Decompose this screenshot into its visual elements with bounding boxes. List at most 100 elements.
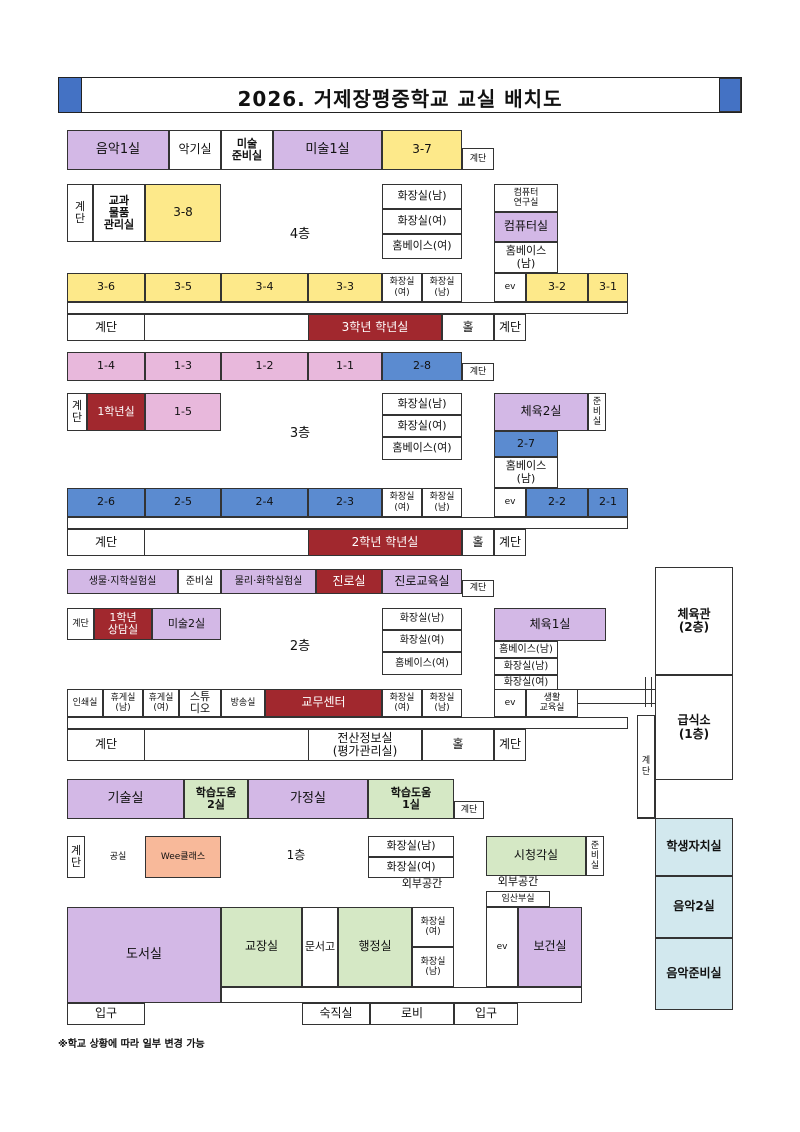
stairs-3f-br: 계단 [494,529,526,556]
room-pe1: 체육1실 [494,608,606,641]
room-2-7: 2-7 [494,431,558,457]
room-grade1-counsel: 1학년 상담실 [94,608,152,640]
restroom-m-4f: 화장실(남) [382,184,462,209]
corridor-3f [67,517,628,529]
corridor-1f [221,987,582,1003]
homebase-m-2f: 홈베이스(남) [494,641,558,658]
room-music-prep: 음악준비실 [655,938,733,1010]
room-grade2-office: 2학년 학년실 [308,529,462,556]
restroom-w-2f-c: 화장실 (여) [382,689,422,717]
homebase-w-2f: 홈베이스(여) [382,652,462,675]
restroom-m-4f-b: 화장실 (남) [422,273,462,302]
gymnasium: 체육관 (2층) [655,567,733,675]
room-career-edu: 진로교육실 [382,569,462,594]
room-it-info: 전산정보실 (평가관리실) [308,729,422,761]
elevator-1f: ev [486,907,518,987]
room-av-prep: 준 비 실 [586,836,604,876]
room-art-prep: 미술 준비실 [221,130,273,170]
room-computer: 컴퓨터실 [494,212,558,242]
room-1-3: 1-3 [145,352,221,381]
cafeteria: 급식소 (1층) [655,675,733,780]
restroom-w-2f: 화장실(여) [382,630,462,652]
restroom-w-1f: 화장실(여) [368,857,454,878]
homebase-w-4f: 홈베이스(여) [382,234,462,259]
title-bar: 2026. 거제장평중학교 교실 배치도 [58,77,742,113]
stairs-4f-br: 계단 [494,314,526,341]
room-2-3: 2-3 [308,488,382,517]
room-pe2-prep: 준 비 실 [588,393,606,431]
room-1-4: 1-4 [67,352,145,381]
room-3-3: 3-3 [308,273,382,302]
floor1-label: 1층 [286,848,306,862]
room-special-ed2: 학습도움 2실 [184,779,248,819]
room-studio: 스튜 디오 [179,689,221,717]
room-art2: 미술2실 [152,608,221,640]
corridor-4f [67,302,628,314]
room-special-ed1: 학습도움 1실 [368,779,454,819]
title-cap-left [59,78,82,112]
restroom-m-2f-c: 화장실 (남) [422,689,462,717]
room-2-2: 2-2 [526,488,588,517]
homebase-m-3f: 홈베이스 (남) [494,457,558,488]
room-2-8: 2-8 [382,352,462,381]
room-tech: 기술실 [67,779,184,819]
room-3-7: 3-7 [382,130,462,170]
room-storage: 교과 물품 관리실 [93,184,145,242]
room-bio-earth-lab: 생물·지학실험실 [67,569,178,594]
restroom-m-2f-b: 화장실(남) [494,658,558,675]
stairs-3f-bl: 계단 [67,529,145,556]
room-computer-lab-research: 컴퓨터 연구실 [494,184,558,212]
restroom-m-3f: 화장실(남) [382,393,462,415]
restroom-w-4f: 화장실(여) [382,209,462,234]
restroom-m-2f: 화장실(남) [382,608,462,630]
page-title: 2026. 거제장평중학교 교실 배치도 [237,87,563,111]
restroom-w-3f-b: 화장실 (여) [382,488,422,517]
room-1-5: 1-5 [145,393,221,431]
room-student-council: 학생자치실 [655,818,733,876]
entrance-2: 입구 [454,1003,518,1025]
room-night-duty: 숙직실 [302,1003,370,1025]
room-home-ec: 가정실 [248,779,368,819]
room-life-edu: 생활 교육실 [526,689,578,717]
stairs-3f-top: 계단 [462,363,494,381]
outside-space-2: 외부공간 [497,875,539,888]
stairs-1f-top: 계단 [454,801,484,819]
room-lounge-m: 휴게실 (남) [103,689,143,717]
corridor-2f [67,717,628,729]
stairs-2f-br: 계단 [494,729,526,761]
stairs-2f-bl: 계단 [67,729,145,761]
stairs-1f-left: 계 단 [67,836,85,878]
room-health: 보건실 [518,907,582,987]
room-music2: 음악2실 [655,876,733,938]
room-2-5: 2-5 [145,488,221,517]
room-faculty-center: 교무센터 [265,689,382,717]
room-broadcast: 방송실 [221,689,265,717]
room-2-6: 2-6 [67,488,145,517]
elevator-2f: ev [494,689,526,717]
room-art1: 미술1실 [273,130,382,170]
entrance-1: 입구 [67,1003,145,1025]
stairs-4f-bl: 계단 [67,314,145,341]
restroom-m-3f-b: 화장실 (남) [422,488,462,517]
lobby: 로비 [370,1003,454,1025]
hall-4f: 홀 [442,314,494,341]
hall-2f: 홀 [422,729,494,761]
room-admin: 행정실 [338,907,412,987]
stairs-2f-top: 계단 [462,580,494,597]
floor4-label: 4층 [289,227,311,242]
room-principal: 교장실 [221,907,302,987]
stairs-annex: 계 단 [637,715,655,818]
room-3-6: 3-6 [67,273,145,302]
room-2-4: 2-4 [221,488,308,517]
footnote: ※학교 상황에 따라 일부 변경 가능 [58,1039,205,1050]
room-wee-class: Wee클래스 [145,836,221,878]
title-cap-right [719,78,741,112]
outside-space-1: 외부공간 [401,877,443,890]
room-grade1-office: 1학년실 [87,393,145,431]
room-print: 인쇄실 [67,689,103,717]
stairs-4f-left: 계 단 [67,184,93,242]
restroom-m-1f: 화장실(남) [368,836,454,857]
stairs-3f-left: 계 단 [67,393,87,431]
room-maternity: 임산부실 [486,891,550,907]
homebase-m-4f: 홈베이스 (남) [494,242,558,273]
